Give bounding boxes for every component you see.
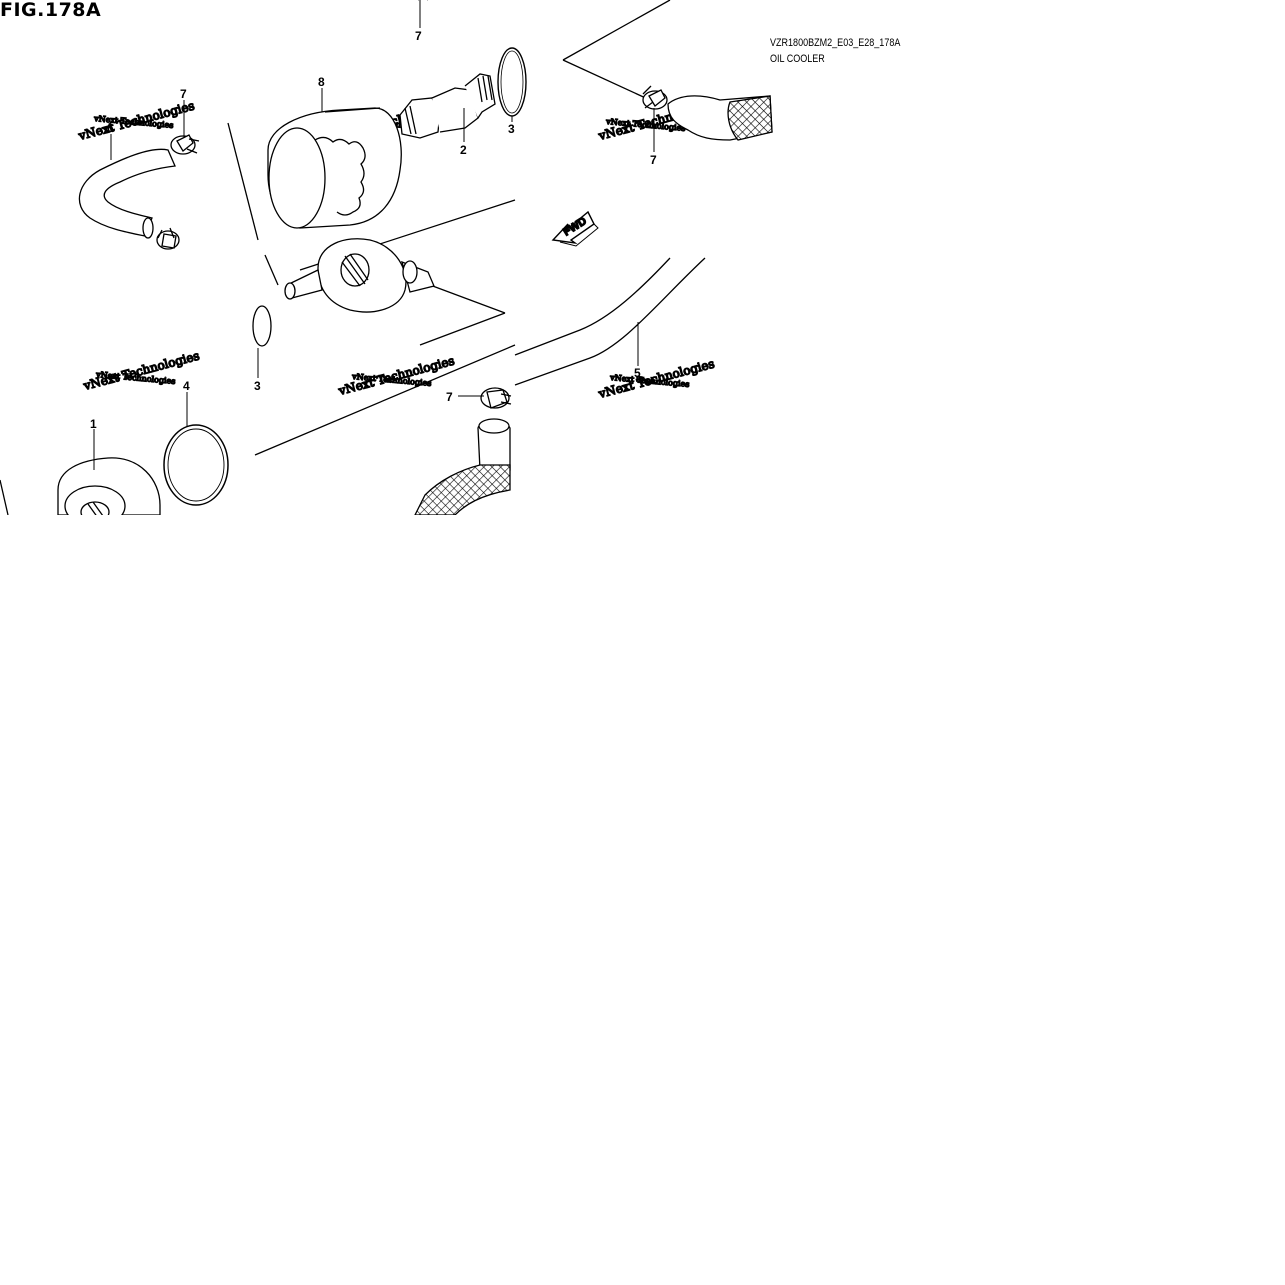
callout-7: 7 [180, 87, 187, 101]
oil-filter-part-8 [267, 107, 402, 229]
callout-3: 3 [254, 379, 261, 393]
section-name: OIL COOLER [770, 53, 825, 65]
o-ring-part-3-lower [252, 305, 272, 347]
o-ring-part-3-top [497, 47, 527, 117]
hose-part-6 [78, 148, 176, 239]
callout-8: 8 [318, 75, 325, 89]
callout-leaders [93, 0, 655, 470]
model-code: VZR1800BZM2_E03_E28_178A [770, 37, 901, 49]
callout-7: 7 [446, 390, 453, 404]
callout-7: 7 [650, 153, 657, 167]
hose-right-upper [667, 95, 773, 141]
callout-3: 3 [508, 122, 515, 136]
figure-label: FIG.178A [0, 0, 102, 21]
callout-4: 4 [183, 379, 190, 393]
callout-1: 1 [90, 417, 97, 431]
callout-6: 6 [107, 121, 114, 135]
cooler-fitting-center [284, 238, 435, 313]
hose-part-5 [414, 257, 706, 515]
callout-2: 2 [460, 143, 467, 157]
o-ring-part-4 [163, 424, 229, 506]
callout-5: 5 [634, 366, 641, 380]
callout-numbers: 7 8 2 3 7 6 7 7 5 4 1 3 [90, 29, 657, 431]
forward-direction-arrow: FWD [551, 210, 599, 247]
union-bolt-part-2 [399, 73, 496, 139]
callout-7: 7 [415, 29, 422, 43]
oil-cooler-part-1 [57, 457, 161, 515]
hose-clamps-part-7 [156, 85, 668, 409]
